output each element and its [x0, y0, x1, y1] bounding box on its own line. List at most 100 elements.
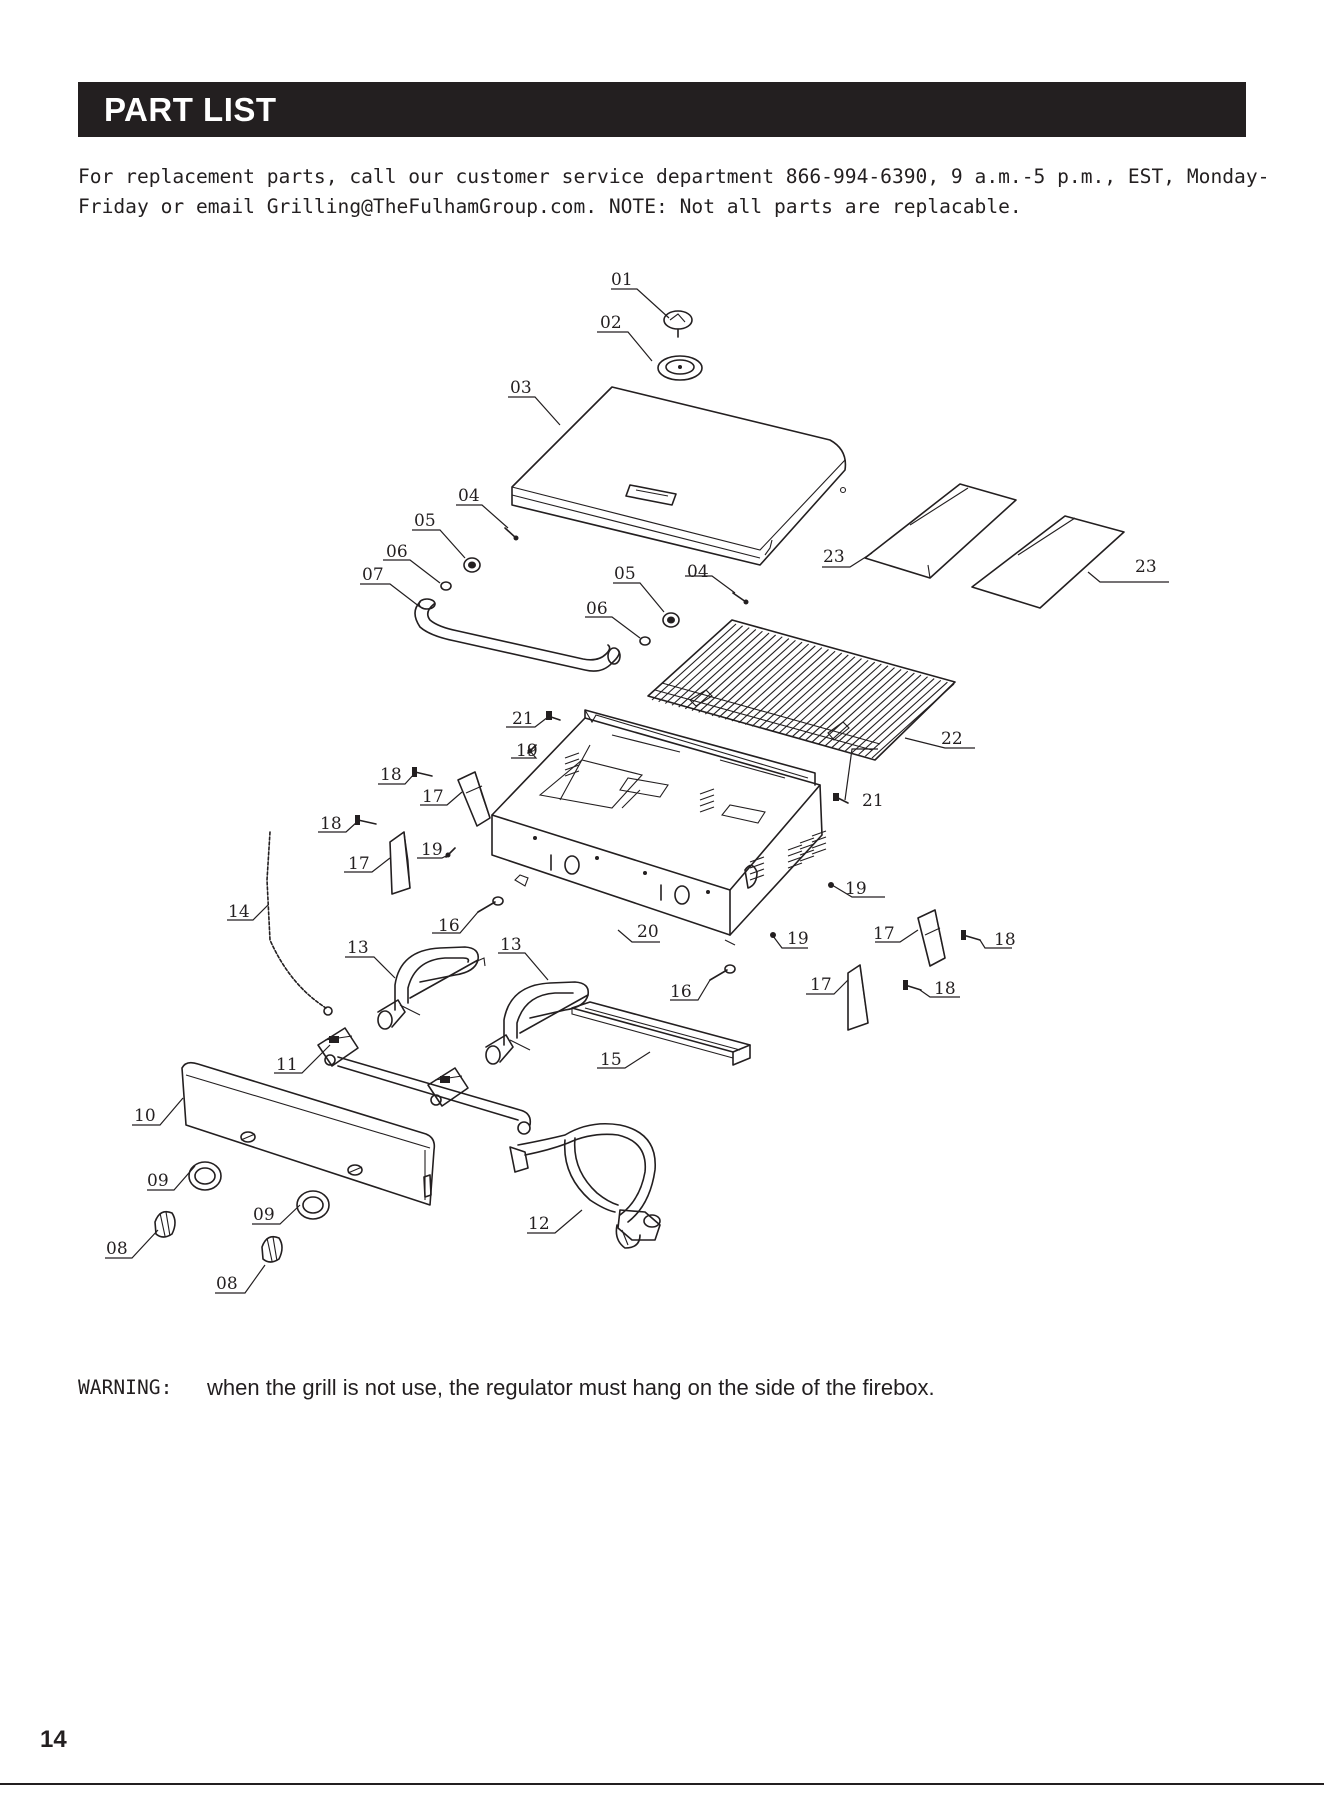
grate-bar [778, 658, 862, 734]
label-07: 07 [362, 565, 384, 585]
warning-label: WARNING: [78, 1376, 173, 1399]
grate-bar [711, 639, 796, 717]
vent-slot [699, 806, 715, 813]
vent-slot [799, 837, 815, 844]
label-02: 02 [600, 313, 622, 333]
part-knob-bezel-09a [188, 1161, 222, 1191]
grate-bar [731, 645, 816, 722]
grate-bar [764, 654, 849, 731]
vent-slot [699, 788, 715, 795]
label-13a: 13 [347, 938, 369, 958]
label-05a: 05 [414, 511, 436, 531]
label-01: 01 [611, 270, 633, 290]
part-leg-bracket-17a [457, 771, 491, 827]
part-hose-regulator [509, 1122, 661, 1249]
vent-slot [564, 764, 580, 771]
vent-slot [811, 848, 827, 855]
vent-slot [699, 794, 715, 801]
label-23b: 23 [1135, 557, 1157, 577]
part-control-knob-08a [154, 1210, 176, 1238]
part-heat-shield-23b [971, 515, 1125, 609]
grate-bar [738, 647, 823, 724]
grate-bar [678, 630, 763, 708]
part-firebox [491, 709, 827, 946]
part-burner-13b [485, 981, 590, 1065]
label-14: 14 [228, 902, 250, 922]
bottom-rule [0, 1783, 1324, 1785]
label-06a: 06 [386, 542, 408, 562]
label-21b: 21 [862, 791, 884, 811]
part-screw-04b [732, 592, 749, 605]
vent-slot [787, 862, 803, 869]
vent-slot [811, 836, 827, 843]
part-control-panel [181, 1061, 436, 1206]
label-09b: 09 [253, 1205, 275, 1225]
part-screw-21b [833, 793, 849, 804]
part-bolt-18a [412, 767, 433, 777]
label-19b: 19 [421, 840, 443, 860]
grate-bar [664, 627, 750, 704]
part-control-knob-08b [261, 1235, 283, 1263]
grate-bar [858, 679, 942, 755]
grate-bar [811, 667, 895, 743]
part-knob-bezel-09b [296, 1190, 330, 1220]
label-18c: 18 [994, 930, 1016, 950]
part-spacer-05a [463, 557, 481, 573]
vent-slot [787, 850, 803, 857]
label-19a: 19 [516, 741, 538, 761]
grate-bar [671, 629, 757, 706]
label-18d: 18 [934, 979, 956, 999]
vent-slot [699, 800, 715, 807]
intro-line-2: Friday or email Grilling@TheFulhamGroup.… [78, 195, 1022, 218]
grate-bar [751, 650, 836, 727]
label-06b: 06 [586, 599, 608, 619]
vent-slot [799, 855, 815, 862]
label-22: 22 [941, 729, 963, 749]
part-washer-06b [639, 636, 651, 646]
label-10: 10 [134, 1106, 156, 1126]
label-03: 03 [510, 378, 532, 398]
label-04a: 04 [458, 486, 480, 506]
part-electrode-16a [477, 896, 504, 913]
part-lid [511, 386, 847, 566]
grate-bar [784, 659, 869, 736]
part-leg-bracket-17b [389, 831, 411, 895]
label-12: 12 [528, 1214, 550, 1234]
grate-bar [691, 634, 777, 711]
grate-bar [831, 672, 915, 748]
label-23a: 23 [823, 547, 845, 567]
vent-slot [564, 758, 580, 765]
label-16b: 16 [670, 982, 692, 1002]
label-13b: 13 [500, 935, 522, 955]
label-16a: 16 [438, 916, 460, 936]
label-19d: 19 [787, 929, 809, 949]
part-lid-handle [414, 598, 621, 672]
grate-bar [798, 663, 882, 740]
vent-slot [749, 856, 765, 863]
label-17c: 17 [873, 924, 895, 944]
grate-bar [864, 681, 948, 757]
vent-slot [811, 830, 827, 837]
grate-bar [824, 670, 909, 747]
intro-paragraph: For replacement parts, call our customer… [78, 162, 1278, 222]
part-leg-bracket-17c [917, 909, 946, 967]
part-thermometer [663, 310, 693, 338]
label-15: 15 [600, 1050, 622, 1070]
grate-bar [818, 669, 902, 745]
leader-lines [105, 288, 1169, 1294]
part-gas-manifold [317, 1027, 532, 1135]
part-spacer-05b [662, 612, 680, 628]
label-17b: 17 [348, 854, 370, 874]
part-bolt-18b [355, 815, 377, 825]
label-18a: 18 [380, 765, 402, 785]
warning-text: when the grill is not use, the regulator… [207, 1375, 935, 1400]
part-burner-13a [377, 946, 486, 1030]
part-electrode-16b [709, 964, 736, 981]
grate-bar [744, 649, 829, 726]
part-washer-06a [440, 581, 452, 591]
part-igniter-chain [266, 831, 333, 1016]
grate-bar [851, 678, 935, 754]
grate-bar [758, 652, 843, 729]
label-11: 11 [276, 1055, 298, 1075]
vent-slot [811, 842, 827, 849]
